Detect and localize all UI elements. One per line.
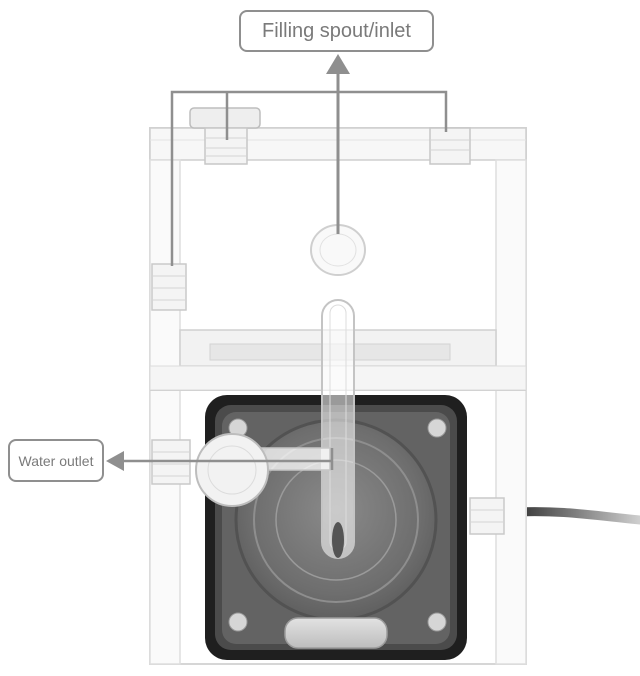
- water-outlet-label: Water outlet: [8, 439, 104, 482]
- inlet-tube: [321, 299, 355, 559]
- filling-callout: [170, 54, 448, 266]
- side-fittings: [151, 263, 505, 535]
- outlet-callout: [106, 448, 334, 471]
- filling-spout-label: Filling spout/inlet: [239, 10, 434, 52]
- outlet-connector: [195, 433, 331, 507]
- power-cable: [510, 507, 640, 525]
